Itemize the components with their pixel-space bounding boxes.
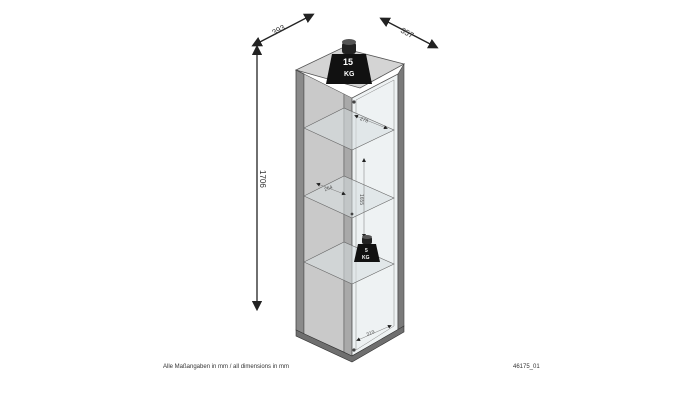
- inner-width-bottom-label: 319: [366, 329, 376, 338]
- inner-width-bottom-line: [356, 324, 392, 342]
- door-hinge-bottom: [352, 348, 356, 352]
- glass-shelf-1: [303, 107, 395, 151]
- top-load-unit: KG: [344, 71, 355, 78]
- depth-dimension-arrow: [379, 17, 439, 49]
- glass-shelf-3: [303, 241, 395, 285]
- shelf-load-value: 5: [365, 248, 368, 254]
- width-dimension-label: 393: [271, 23, 287, 37]
- door-knob: [350, 212, 354, 216]
- cabinet-right-post: [397, 62, 405, 331]
- top-load-value: 15: [343, 57, 353, 67]
- inner-depth-mid-line: [316, 182, 346, 196]
- inner-depth-top-label: 278: [359, 116, 369, 125]
- weight-15kg-icon: 15 KG: [326, 39, 372, 84]
- width-dimension-arrow: [251, 13, 315, 47]
- footer-dimensions-note: Alle Maßangaben in mm / all dimensions i…: [163, 364, 290, 370]
- weight-5kg-icon: 5 KG: [354, 235, 380, 262]
- footer-product-code: 46175_01: [513, 364, 540, 370]
- cabinet-left-side: [295, 69, 305, 335]
- shelf-load-unit: KG: [362, 255, 370, 261]
- inner-height-label: 1655: [358, 194, 364, 205]
- height-dimension-label: 1706: [258, 170, 267, 188]
- cabinet-base: [295, 325, 405, 363]
- inner-depth-mid-label: 264: [324, 184, 334, 193]
- depth-dimension-label: 357: [399, 26, 415, 40]
- door-hinge-top: [352, 100, 356, 104]
- inner-depth-top-line: [354, 114, 388, 130]
